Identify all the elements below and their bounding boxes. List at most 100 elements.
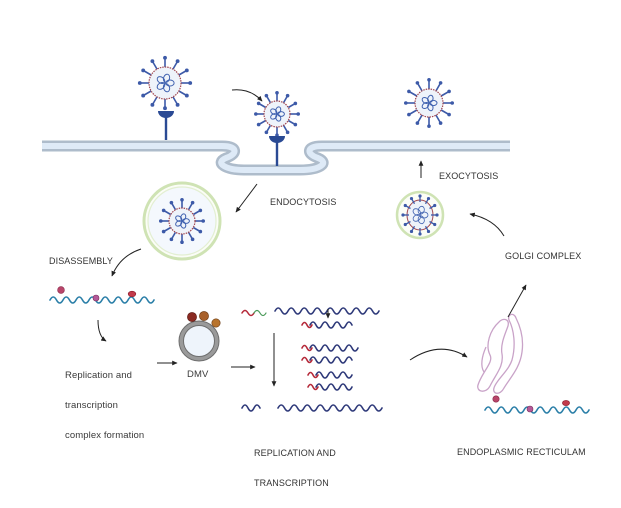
nascent-strand (309, 344, 359, 352)
arrow-endocytosis (235, 183, 258, 213)
endoplasmic-reticulum (477, 313, 524, 394)
nascent-strand (309, 356, 353, 364)
spike-head (415, 121, 420, 125)
label-dmv: DMV (187, 369, 209, 380)
viral-genome-loop (421, 96, 430, 104)
spike-head (433, 203, 437, 208)
rna-bound-protein (57, 286, 65, 294)
spike-head (293, 101, 298, 106)
spike-head (407, 89, 411, 94)
cell-membrane (42, 140, 510, 176)
spike-protein (409, 91, 418, 97)
nascent-primer (301, 356, 313, 364)
label-complex-formation: Replication and transcription complex fo… (65, 351, 144, 461)
er-cisterna (477, 318, 509, 392)
spike-head (161, 208, 166, 213)
spike-head (427, 124, 431, 128)
spike-protein (282, 96, 288, 104)
spike-head (427, 78, 431, 82)
spike-head (256, 101, 261, 106)
label-exocytosis: EXOCYTOSIS (439, 171, 499, 181)
arrow-golgi-to-vesicle (469, 212, 505, 237)
membrane-inner-layer (42, 143, 510, 173)
spike-head (190, 237, 195, 242)
spike-head (418, 194, 422, 198)
spike-head (150, 59, 155, 64)
viral-genome-loop (417, 205, 425, 215)
receptor-1 (158, 111, 174, 140)
er-bound-rna (484, 395, 590, 414)
diagram-canvas (42, 55, 590, 414)
spike-protein (440, 91, 449, 97)
spike-head (407, 112, 411, 117)
spike-head (175, 59, 180, 64)
spike-head (285, 93, 290, 98)
label-er: ENDOPLASMIC RECTICULAM (457, 447, 586, 457)
spike-head (169, 237, 174, 242)
viral-genome-loop (429, 99, 438, 107)
spike-head (201, 219, 205, 223)
viral-envelope (414, 88, 444, 118)
spike-protein (287, 119, 295, 125)
nascent-strand (309, 321, 353, 329)
nascent-primer (301, 321, 313, 329)
spike-protein (266, 96, 272, 104)
arrow-attach-to-entry (231, 89, 263, 102)
spike-head (418, 232, 422, 236)
nascent-primer (307, 371, 319, 379)
spike-head (438, 81, 443, 85)
rna-bound-protein (127, 290, 137, 298)
spike-head (403, 203, 407, 208)
replicase-protein (187, 312, 197, 322)
spike-head (137, 81, 142, 85)
spike-protein (192, 226, 200, 232)
viral-genome-loop (156, 81, 166, 90)
spike-head (190, 200, 195, 205)
spike-head (285, 130, 290, 135)
viral-rna-genome (49, 286, 155, 304)
spike-protein (178, 70, 187, 76)
spike-protein (187, 203, 193, 211)
spike-head (404, 101, 408, 105)
arrow-to-complex (97, 319, 107, 342)
spike-head (184, 93, 189, 98)
spike-protein (435, 83, 441, 92)
label-complex-line-1: Replication and (65, 370, 132, 381)
primer-strand-green (253, 309, 267, 317)
subgenomic-strand (241, 404, 261, 412)
rna-strand (49, 296, 155, 304)
spike-head (141, 93, 146, 98)
spike-head (161, 229, 166, 234)
spike-head (438, 121, 443, 125)
rna-bound-protein (492, 395, 500, 403)
nascent-strand (315, 371, 353, 379)
label-replication-line-2: TRANSCRIPTION (254, 478, 329, 488)
spike-head (141, 68, 146, 73)
virus-entering (254, 91, 301, 137)
spike-protein (143, 90, 152, 96)
spike-head (180, 198, 184, 202)
spike-protein (282, 124, 288, 132)
spike-protein (259, 103, 267, 109)
exocytic-vesicle (395, 190, 445, 240)
spike-protein (417, 114, 423, 123)
spike-head (415, 81, 420, 85)
spike-head (198, 229, 203, 234)
receptor-2 (269, 136, 285, 166)
spike-head (180, 240, 184, 244)
spike-head (426, 196, 431, 201)
spike-head (435, 213, 439, 217)
spike-protein (171, 203, 177, 211)
template-strand (274, 307, 380, 315)
viral-life-cycle-diagram: ENDOCYTOSIS EXOCYTOSIS DISASSEMBLY Repli… (42, 55, 590, 488)
spike-protein (143, 70, 152, 76)
spike-protein (192, 210, 200, 216)
viral-genome-loop (275, 106, 282, 114)
label-replication-line-1: REPLICATION AND (254, 448, 336, 458)
rna-bound-protein (526, 405, 534, 413)
er-cisterna (493, 313, 524, 394)
viral-envelope (168, 207, 196, 235)
label-complex-line-3: complex formation (65, 430, 145, 441)
spike-protein (266, 124, 272, 132)
rna-strand (484, 406, 590, 414)
